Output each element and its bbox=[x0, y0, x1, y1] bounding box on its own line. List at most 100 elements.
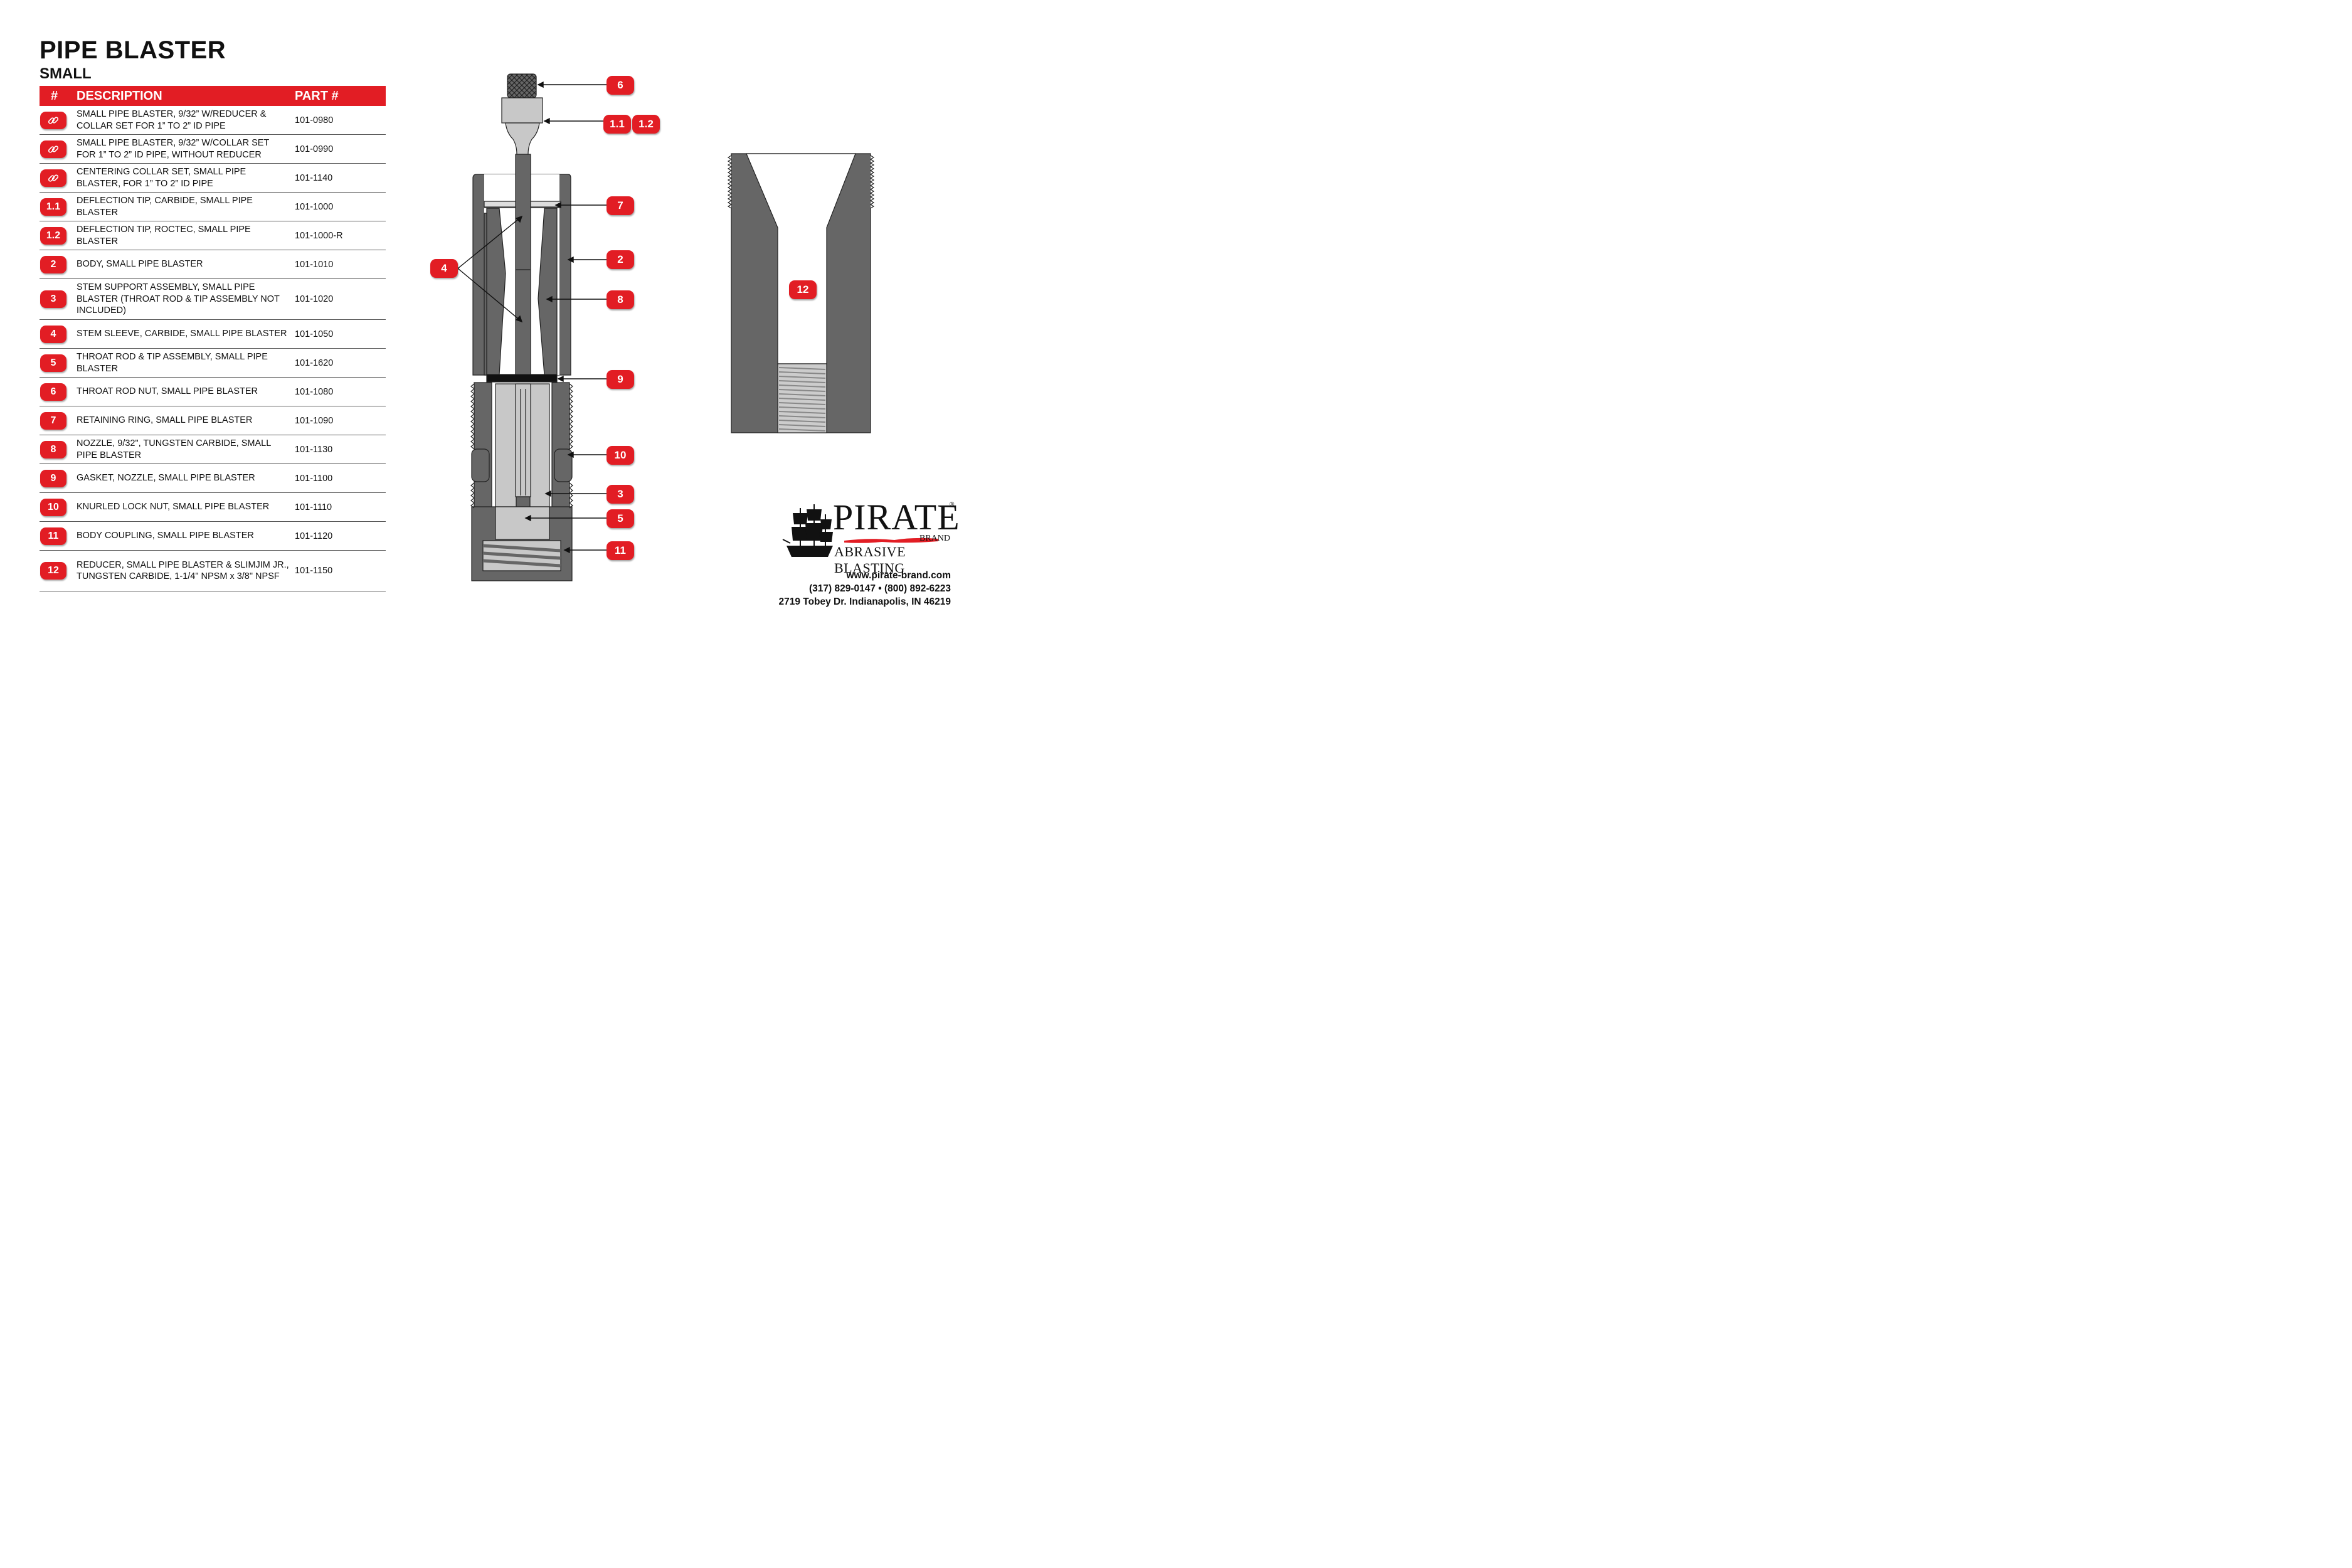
assembly-drawing bbox=[470, 73, 573, 581]
item-number-badge: 12 bbox=[40, 562, 66, 580]
link-icon bbox=[48, 116, 59, 124]
table-row: 10 KNURLED LOCK NUT, SMALL PIPE BLASTER 10… bbox=[40, 493, 386, 522]
row-description: GASKET, NOZZLE, SMALL PIPE BLASTER bbox=[77, 473, 255, 484]
address: 2719 Tobey Dr. Indianapolis, IN 46219 bbox=[778, 596, 951, 607]
row-description: DEFLECTION TIP, CARBIDE, SMALL PIPE BLAS… bbox=[77, 196, 253, 218]
row-part-number: 101-0980 bbox=[295, 115, 334, 125]
row-part-number: 101-1080 bbox=[295, 386, 334, 397]
item-number-badge: 6 bbox=[40, 383, 66, 401]
item-number-badge: 11 bbox=[40, 527, 66, 545]
header-num: # bbox=[51, 89, 58, 103]
row-description: STEM SUPPORT ASSEMBLY, SMALL PIPE BLASTE… bbox=[77, 282, 280, 316]
row-part-number: 101-1120 bbox=[295, 531, 333, 541]
row-part-number: 101-1150 bbox=[295, 566, 333, 576]
item-number-badge: 9 bbox=[40, 469, 66, 487]
row-part-number: 101-1050 bbox=[295, 329, 334, 339]
item-number-badge: 1.2 bbox=[40, 226, 66, 245]
row-description: SMALL PIPE BLASTER, 9/32” W/REDUCER & CO… bbox=[77, 109, 267, 131]
item-number-badge: 7 bbox=[40, 411, 66, 430]
row-description: BODY COUPLING, SMALL PIPE BLASTER bbox=[77, 531, 254, 541]
table-row: 6 THROAT ROD NUT, SMALL PIPE BLASTER 101-1… bbox=[40, 378, 386, 406]
logo-brand-text: BRAND bbox=[919, 534, 951, 543]
row-part-number: 101-1130 bbox=[295, 444, 333, 455]
row-description: CENTERING COLLAR SET, SMALL PIPE BLASTER… bbox=[77, 167, 246, 189]
callout-1-1: 1.1 bbox=[603, 115, 631, 134]
phone-numbers: (317) 829-0147 • (800) 892-6223 bbox=[808, 583, 951, 594]
table-header: # DESCRIPTION PART # bbox=[40, 86, 386, 106]
link-badge bbox=[40, 140, 66, 158]
row-part-number: 101-1010 bbox=[295, 259, 334, 270]
page-title: PIPE BLASTER bbox=[40, 36, 226, 64]
leader-lines bbox=[457, 81, 607, 554]
callout-6: 6 bbox=[607, 76, 634, 95]
row-description: SMALL PIPE BLASTER, 9/32” W/COLLAR SET F… bbox=[77, 138, 270, 160]
table-row: 5 THROAT ROD & TIP ASSEMBLY, SMALL PIPE B… bbox=[40, 349, 386, 378]
link-icon bbox=[48, 174, 59, 182]
row-description: BODY, SMALL PIPE BLASTER bbox=[77, 259, 203, 270]
row-part-number: 101-1140 bbox=[295, 172, 333, 183]
item-number-badge: 8 bbox=[40, 440, 66, 458]
pirate-brand-logo: PIRATE ® BRAND ABRASIVE BLASTING bbox=[781, 499, 960, 576]
row-description: DEFLECTION TIP, ROCTEC, SMALL PIPE BLAST… bbox=[77, 225, 251, 246]
parts-table: # DESCRIPTION PART # SMALL PIPE BLASTER,… bbox=[40, 86, 386, 591]
row-part-number: 101-0990 bbox=[295, 144, 334, 154]
throat-rod-nut bbox=[507, 73, 537, 98]
callout-5: 5 bbox=[607, 509, 634, 528]
header-description: DESCRIPTION bbox=[77, 89, 162, 103]
table-row: 11 BODY COUPLING, SMALL PIPE BLASTER 101-1… bbox=[40, 522, 386, 551]
table-row: SMALL PIPE BLASTER, 9/32” W/COLLAR SET F… bbox=[40, 135, 386, 164]
table-body: SMALL PIPE BLASTER, 9/32” W/REDUCER & CO… bbox=[40, 106, 386, 591]
logo-abrasive-text: ABRASIVE BLASTING bbox=[834, 544, 906, 576]
callout-1-2: 1.2 bbox=[632, 115, 660, 134]
row-part-number: 101-1100 bbox=[295, 473, 333, 484]
row-description: STEM SLEEVE, CARBIDE, SMALL PIPE BLASTER bbox=[77, 329, 287, 339]
pirate-ship-icon bbox=[782, 504, 833, 557]
link-badge bbox=[40, 169, 66, 187]
table-row: 3 STEM SUPPORT ASSEMBLY, SMALL PIPE BLAST… bbox=[40, 279, 386, 320]
row-description: REDUCER, SMALL PIPE BLASTER & SLIMJIM JR… bbox=[77, 559, 289, 582]
logo-registered: ® bbox=[950, 501, 955, 508]
header-part: PART # bbox=[295, 89, 339, 103]
callout-4: 4 bbox=[430, 259, 458, 278]
table-row: SMALL PIPE BLASTER, 9/32” W/REDUCER & CO… bbox=[40, 106, 386, 135]
deflection-tip bbox=[501, 97, 543, 124]
link-badge bbox=[40, 111, 66, 129]
callout-8: 8 bbox=[607, 290, 634, 309]
row-part-number: 101-1000 bbox=[295, 201, 334, 212]
item-number-badge: 5 bbox=[40, 354, 66, 372]
callout-10: 10 bbox=[607, 446, 634, 465]
row-part-number: 101-1090 bbox=[295, 415, 334, 426]
link-icon bbox=[48, 145, 59, 153]
table-row: 2 BODY, SMALL PIPE BLASTER 101-1010 bbox=[40, 250, 386, 279]
table-row: 9 GASKET, NOZZLE, SMALL PIPE BLASTER 101-1… bbox=[40, 464, 386, 493]
row-description: THROAT ROD NUT, SMALL PIPE BLASTER bbox=[77, 386, 258, 397]
row-part-number: 101-1620 bbox=[295, 358, 334, 368]
item-number-badge: 4 bbox=[40, 325, 66, 343]
row-part-number: 101-1020 bbox=[295, 294, 334, 304]
table-row: 12 REDUCER, SMALL PIPE BLASTER & SLIMJIM … bbox=[40, 551, 386, 591]
table-row: 1.2 DEFLECTION TIP, ROCTEC, SMALL PIPE BL… bbox=[40, 221, 386, 250]
callout-11: 11 bbox=[607, 541, 634, 560]
table-row: 4 STEM SLEEVE, CARBIDE, SMALL PIPE BLASTE… bbox=[40, 320, 386, 349]
table-row: 7 RETAINING RING, SMALL PIPE BLASTER 101-1… bbox=[40, 406, 386, 435]
table-row: CENTERING COLLAR SET, SMALL PIPE BLASTER… bbox=[40, 164, 386, 193]
row-part-number: 101-1000-R bbox=[295, 230, 343, 241]
item-number-badge: 10 bbox=[40, 498, 66, 516]
callout-2: 2 bbox=[607, 250, 634, 269]
website-link[interactable]: www.pirate-brand.com bbox=[846, 570, 951, 581]
logo-red-splash bbox=[844, 538, 938, 543]
callout-12: 12 bbox=[789, 280, 817, 299]
row-part-number: 101-1110 bbox=[295, 502, 332, 512]
row-description: KNURLED LOCK NUT, SMALL PIPE BLASTER bbox=[77, 502, 270, 512]
table-row: 1.1 DEFLECTION TIP, CARBIDE, SMALL PIPE B… bbox=[40, 193, 386, 221]
pipe-blaster-diagram bbox=[457, 73, 875, 581]
callout-7: 7 bbox=[607, 196, 634, 215]
page-subtitle: SMALL bbox=[40, 65, 92, 82]
item-number-badge: 1.1 bbox=[40, 198, 66, 216]
row-description: RETAINING RING, SMALL PIPE BLASTER bbox=[77, 415, 253, 426]
item-number-badge: 3 bbox=[40, 290, 66, 308]
item-number-badge: 2 bbox=[40, 255, 66, 273]
callout-3: 3 bbox=[607, 485, 634, 504]
row-description: THROAT ROD & TIP ASSEMBLY, SMALL PIPE BL… bbox=[77, 352, 268, 374]
